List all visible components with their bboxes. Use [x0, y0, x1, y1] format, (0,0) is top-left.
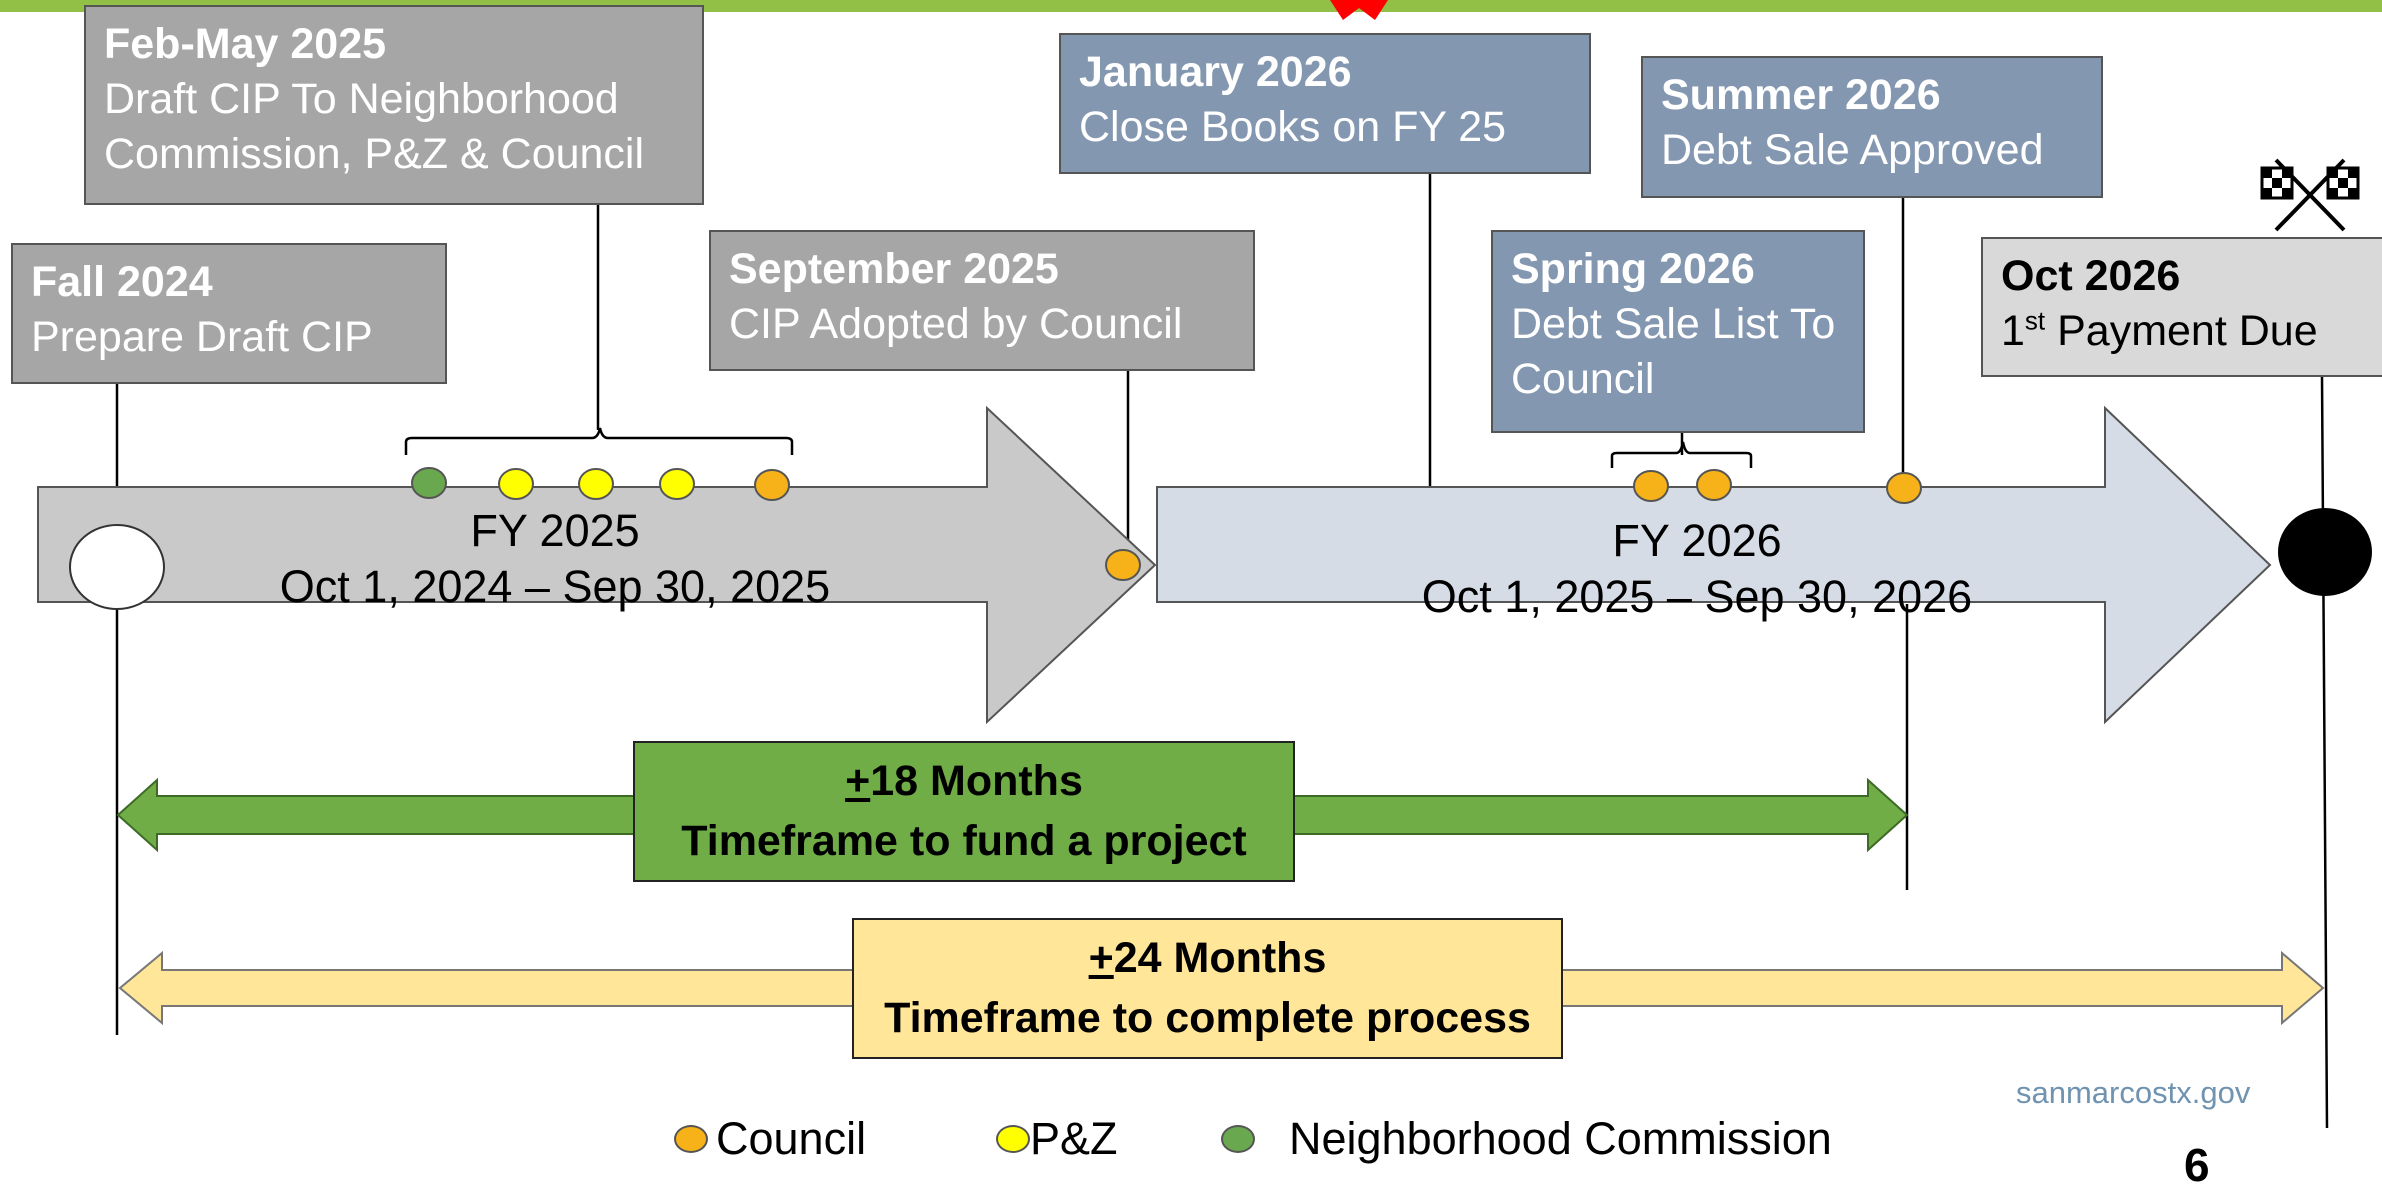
council-dot — [1105, 549, 1141, 581]
process-span-box: +24 Months Timeframe to complete process — [852, 918, 1563, 1059]
fy-name: FY 2026 — [1612, 515, 1782, 566]
fy-range: Oct 1, 2025 – Sep 30, 2026 — [1421, 571, 1973, 623]
council-dot — [1886, 472, 1922, 504]
pz-dot — [659, 468, 695, 500]
milestone-title: Summer 2026 — [1661, 71, 1941, 119]
fy2025-label: FY 2025 Oct 1, 2024 – Sep 30, 2025 — [230, 503, 880, 616]
milestone-title: Spring 2026 — [1511, 245, 1755, 293]
span-caption: Timeframe to fund a project — [681, 816, 1247, 865]
pz-dot — [578, 468, 614, 500]
pz-dot-icon — [996, 1125, 1030, 1153]
milestone-summer2026: Summer 2026 Debt Sale Approved — [1641, 56, 2103, 198]
council-dot — [1696, 469, 1732, 501]
legend-label: Council — [716, 1113, 867, 1164]
end-circle — [2278, 508, 2372, 596]
legend-pz: P&Z — [996, 1113, 1118, 1165]
page-number: 6 — [2184, 1139, 2210, 1191]
fy-range: Oct 1, 2024 – Sep 30, 2025 — [279, 561, 831, 613]
legend-council: Council — [674, 1113, 866, 1165]
milestone-fall2024: Fall 2024 Prepare Draft CIP — [11, 243, 447, 384]
fund-span-box: +18 Months Timeframe to fund a project — [633, 741, 1295, 882]
pz-dot — [498, 468, 534, 500]
fy2026-label: FY 2026 Oct 1, 2025 – Sep 30, 2026 — [1372, 513, 2022, 626]
connector-oct2026 — [2320, 375, 2329, 1129]
span-duration: +18 Months — [845, 757, 1083, 806]
milestone-desc: Close Books on FY 25 — [1079, 103, 1507, 152]
council-dot — [1633, 470, 1669, 502]
milestone-title: January 2026 — [1079, 48, 1352, 96]
milestone-oct2026: Oct 2026 1st Payment Due — [1981, 237, 2382, 377]
milestone-spring2026: Spring 2026 Debt Sale List To Council — [1491, 230, 1865, 433]
brace-spring — [1610, 441, 1753, 468]
milestone-sept2025: September 2025 CIP Adopted by Council — [709, 230, 1255, 371]
milestone-title: Oct 2026 — [2001, 252, 2181, 300]
council-dot-icon — [674, 1125, 708, 1153]
fy2026-arrow — [1156, 405, 2272, 725]
milestone-desc: Prepare Draft CIP — [31, 313, 373, 362]
span-caption: Timeframe to complete process — [884, 993, 1531, 1042]
milestone-title: Feb-May 2025 — [104, 20, 387, 68]
start-circle — [69, 524, 165, 610]
checkered-flags-icon — [2260, 158, 2360, 232]
fy-name: FY 2025 — [470, 505, 640, 556]
council-dot — [754, 469, 790, 501]
milestone-desc: Draft CIP To Neighborhood Commission, P&… — [104, 75, 645, 179]
milestone-desc: Debt Sale List To Council — [1511, 300, 1836, 404]
milestone-title: Fall 2024 — [31, 258, 213, 306]
milestone-febmay2025: Feb-May 2025 Draft CIP To Neighborhood C… — [84, 5, 704, 205]
neighborhood-dot-icon — [1221, 1125, 1255, 1153]
brace-febmay — [404, 427, 794, 455]
site-url: sanmarcostx.gov — [2016, 1075, 2251, 1110]
legend-label: Neighborhood Commission — [1289, 1113, 1832, 1164]
legend-label: P&Z — [1030, 1113, 1118, 1164]
milestone-title: September 2025 — [729, 245, 1059, 293]
fy2025-arrow — [37, 405, 1157, 725]
legend-neighborhood: Neighborhood Commission — [1221, 1113, 1832, 1165]
milestone-jan2026: January 2026 Close Books on FY 25 — [1059, 33, 1591, 174]
milestone-desc: Debt Sale Approved — [1661, 126, 2044, 175]
star-icon — [1330, 0, 1388, 20]
span-duration: +24 Months — [1088, 934, 1327, 983]
milestone-desc: CIP Adopted by Council — [729, 300, 1183, 349]
milestone-desc: 1st Payment Due — [2001, 305, 2318, 356]
neighborhood-dot — [411, 467, 447, 499]
